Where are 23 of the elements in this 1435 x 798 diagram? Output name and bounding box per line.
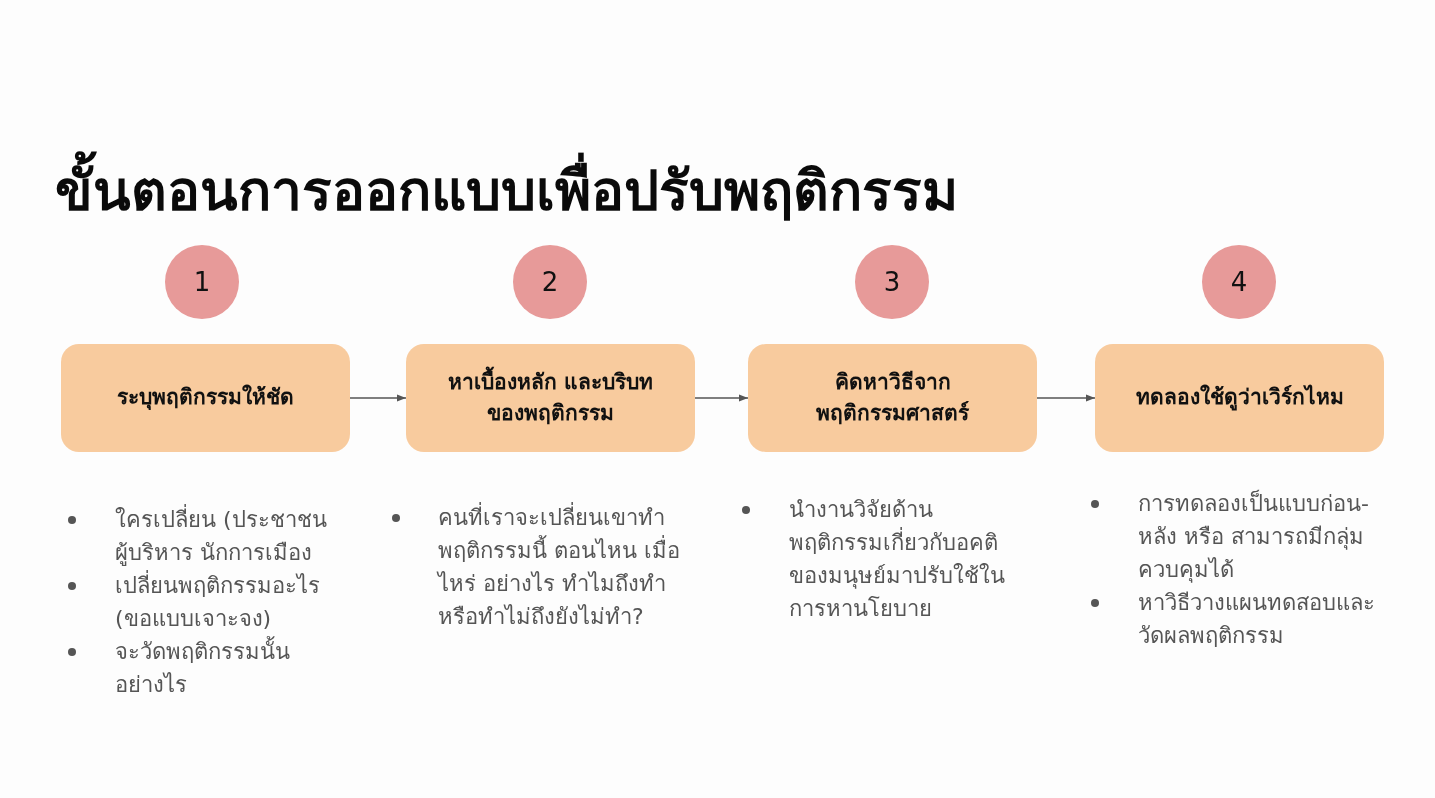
bullet-text: หาวิธีวางแผนทดสอบและวัดผลพฤติกรรม (1138, 589, 1376, 650)
bullet-text: ใครเปลี่ยน (ประชาชน ผู้บริหาร นักการเมือง (115, 503, 337, 569)
page-title: ขั้นตอนการออกแบบเพื่อปรับพฤติกรรม (55, 146, 958, 237)
step-title: ทดลองใช้ดูว่าเวิร์กไหม (1135, 383, 1344, 413)
bullet-text: จะวัดพฤติกรรมนั้นอย่างไร (115, 635, 337, 701)
bullet-text: คนที่เราจะเปลี่ยนเขาทำพฤติกรรมนี้ ตอนไหน เมื่อไหร่ อย่างไร ทำไมถึงทำ หรือทำไม่ถึงยังไม่ทำ? (438, 501, 700, 633)
step-box (406, 344, 695, 452)
arrow (694, 394, 749, 402)
step-box (61, 344, 350, 452)
arrow (1036, 394, 1096, 402)
step-title: ระบุพฤติกรรมให้ชัด (117, 383, 294, 412)
step-number: 3 (883, 269, 901, 295)
step-box (1095, 344, 1384, 452)
step-title: หาเบื้องหลัก และบริบทของพฤติกรรม (438, 366, 663, 430)
arrow (349, 394, 407, 402)
step-number: 1 (193, 269, 211, 295)
step-title: คิดหาวิธีจากพฤติกรรมศาสตร์ (815, 368, 970, 427)
bullet-text: การทดลองเป็นแบบก่อน-หลัง หรือ สามารถมีกลุ่มควบคุมได้ (1138, 488, 1370, 585)
step-number: 2 (541, 269, 559, 295)
step-box (748, 344, 1037, 452)
bullet-text: เปลี่ยนพฤติกรรมอะไร (ขอแบบเจาะจง) (115, 569, 337, 635)
step-number: 4 (1230, 269, 1248, 295)
bullet-text: นำงานวิจัยด้านพฤติกรรมเกี่ยวกับอคติของมนุษย์มาปรับใช้ในการหานโยบาย (789, 496, 1006, 623)
